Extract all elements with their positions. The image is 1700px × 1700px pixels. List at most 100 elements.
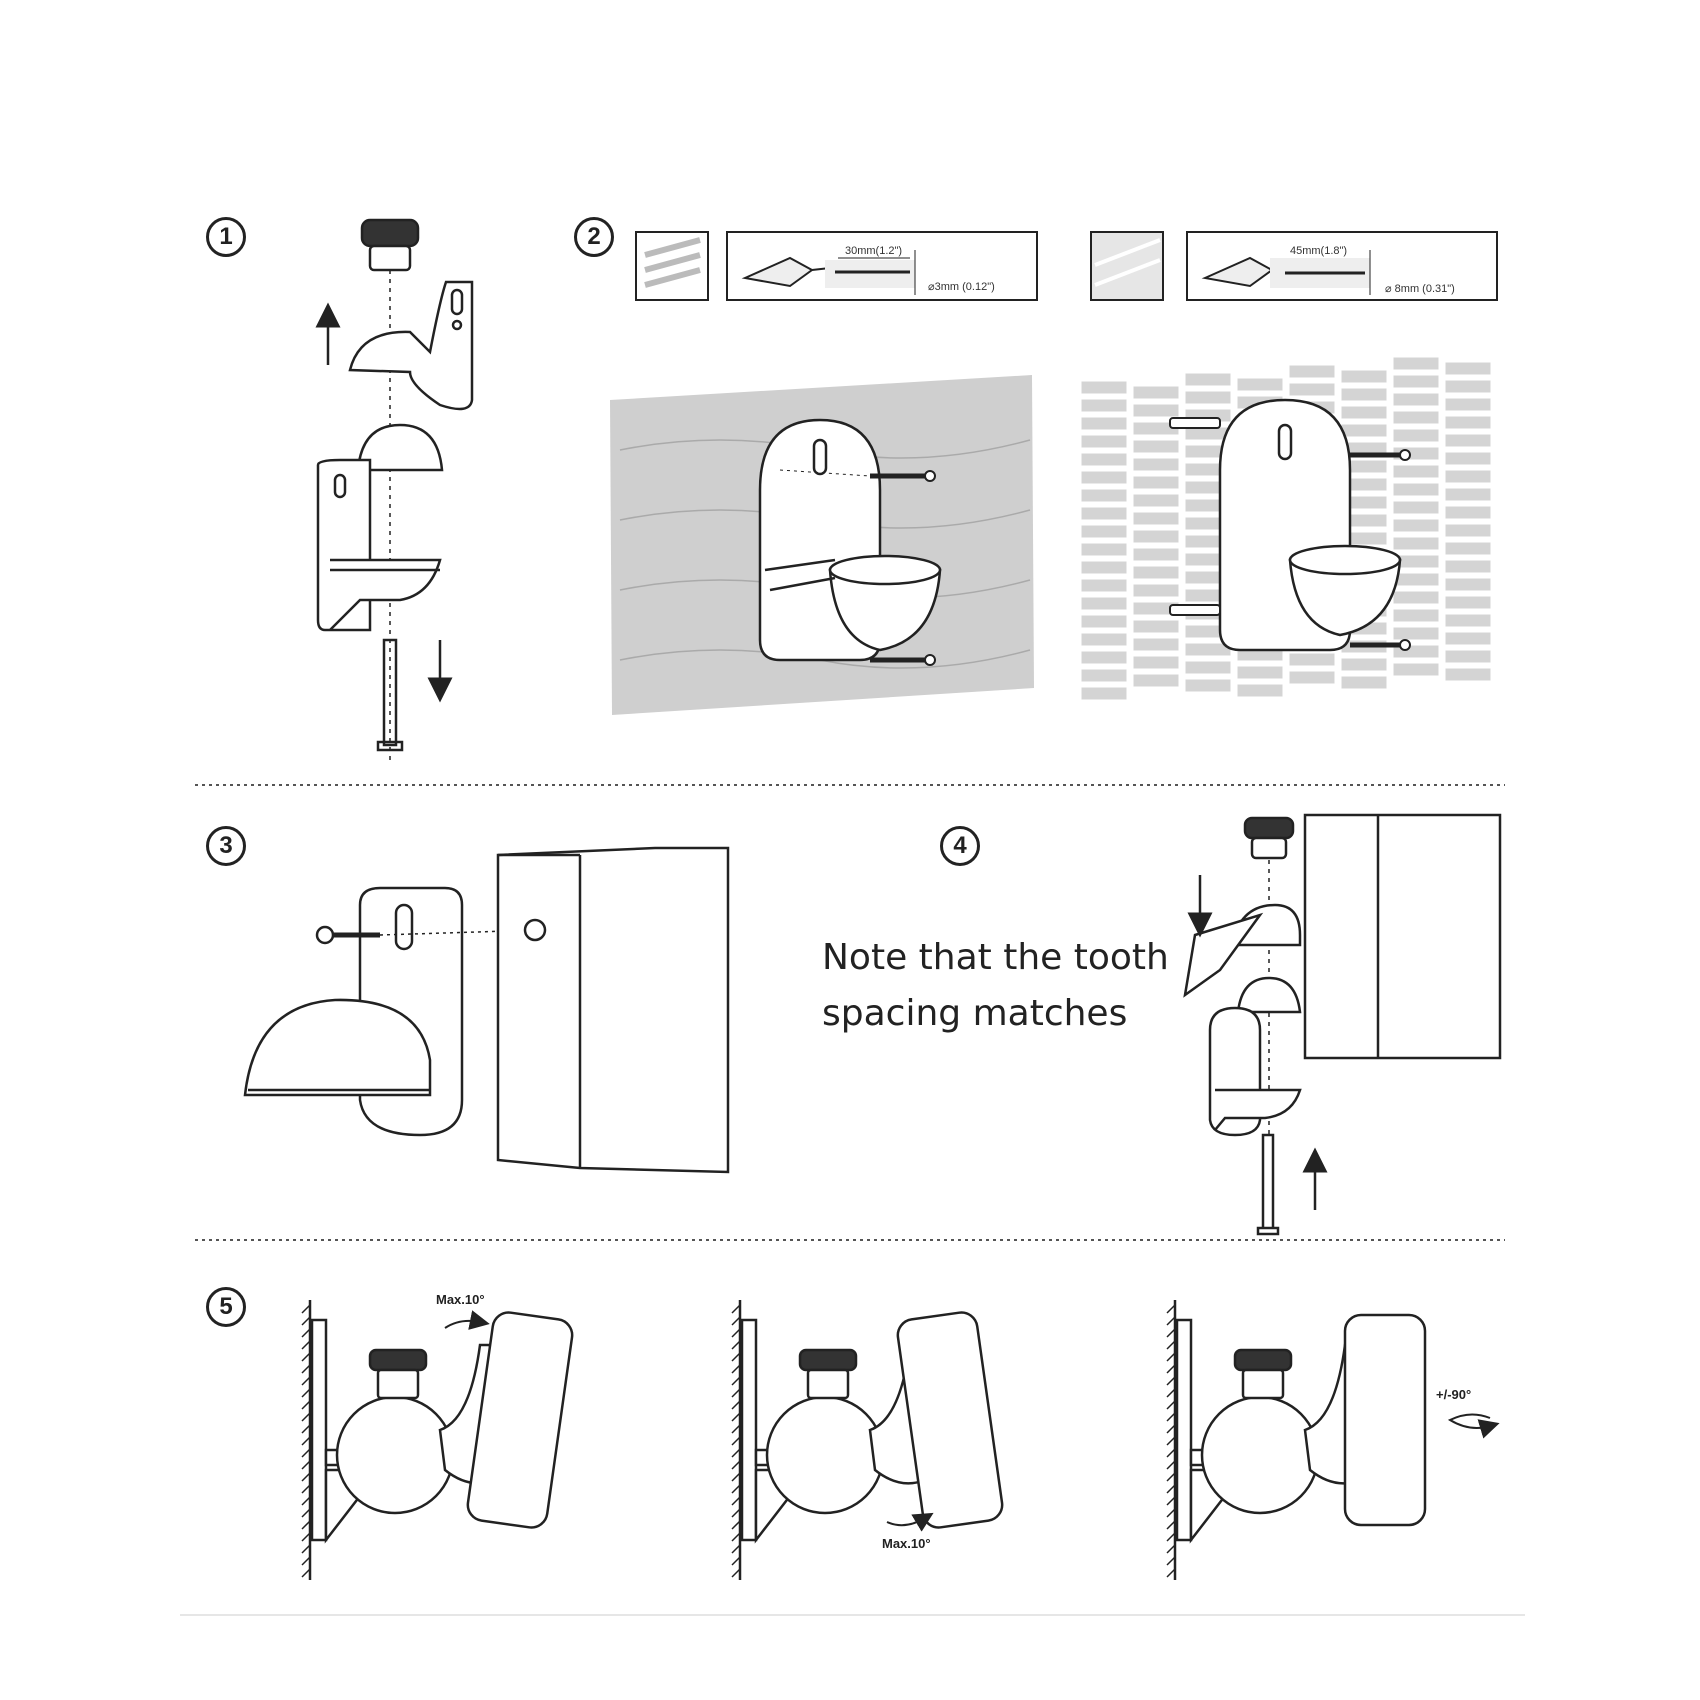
step2-brick-drill-box bbox=[1090, 231, 1498, 301]
brick bbox=[1130, 527, 1182, 546]
brick bbox=[1078, 486, 1130, 505]
brick bbox=[1130, 581, 1182, 600]
brick bbox=[1078, 468, 1130, 487]
step-number-badge: 1 bbox=[206, 217, 246, 257]
tension-knob bbox=[368, 1348, 428, 1372]
brick bbox=[1130, 491, 1182, 510]
brick bbox=[1390, 354, 1442, 373]
tilt-up-view bbox=[301, 1300, 574, 1580]
step3-attach-to-speaker bbox=[243, 846, 730, 1174]
brick bbox=[1338, 385, 1390, 404]
brick bbox=[1130, 545, 1182, 564]
brick bbox=[1078, 630, 1130, 649]
brick bbox=[1286, 650, 1338, 669]
step-number-badge: 3 bbox=[206, 826, 246, 866]
tension-knob bbox=[1243, 816, 1295, 840]
tilt-up-angle-label: Max.10° bbox=[436, 1292, 485, 1307]
tilt-down-angle-label: Max.10° bbox=[882, 1536, 931, 1551]
brick bbox=[1234, 375, 1286, 394]
brick bbox=[1078, 414, 1130, 433]
speaker-profile bbox=[1343, 1313, 1427, 1527]
brick bbox=[1078, 666, 1130, 685]
brick bbox=[1442, 359, 1494, 378]
brick bbox=[1078, 576, 1130, 595]
brick bbox=[1130, 617, 1182, 636]
brick bbox=[1078, 504, 1130, 523]
rotate-angle-label: +/-90° bbox=[1436, 1387, 1472, 1402]
brick bbox=[1442, 575, 1494, 594]
brick-drill-depth-label: 45mm(1.8") bbox=[1290, 245, 1348, 257]
brick bbox=[1078, 684, 1130, 703]
rotate-arrow-icon bbox=[886, 1512, 934, 1532]
brick bbox=[1078, 558, 1130, 577]
brick bbox=[1130, 563, 1182, 582]
brick bbox=[1130, 671, 1182, 690]
brick bbox=[1442, 557, 1494, 576]
brick bbox=[1130, 401, 1182, 420]
speaker-box bbox=[1303, 813, 1502, 1060]
brick bbox=[1130, 383, 1182, 402]
brick bbox=[1078, 432, 1130, 451]
brick bbox=[1078, 450, 1130, 469]
brick bbox=[1130, 473, 1182, 492]
brick bbox=[1390, 588, 1442, 607]
brick bbox=[1078, 378, 1130, 397]
brick bbox=[1338, 367, 1390, 386]
brick bbox=[1130, 455, 1182, 474]
brick bbox=[1182, 676, 1234, 695]
brick bbox=[1286, 380, 1338, 399]
brick bbox=[1338, 403, 1390, 422]
tilt-down-view bbox=[731, 1300, 1004, 1580]
rotate-arrow-icon bbox=[444, 1310, 490, 1330]
brick bbox=[1442, 449, 1494, 468]
brick bbox=[1234, 663, 1286, 682]
rotate-view bbox=[1166, 1300, 1427, 1580]
brick bbox=[1338, 673, 1390, 692]
brick bbox=[1442, 503, 1494, 522]
note-line-1: Note that the tooth bbox=[822, 937, 1169, 978]
brick bbox=[1390, 372, 1442, 391]
brick bbox=[1442, 629, 1494, 648]
brick bbox=[1130, 509, 1182, 528]
brick bbox=[1442, 593, 1494, 612]
brick bbox=[1182, 388, 1234, 407]
brick bbox=[1442, 413, 1494, 432]
brick bbox=[1390, 660, 1442, 679]
brick bbox=[1390, 534, 1442, 553]
brick bbox=[1390, 426, 1442, 445]
brick bbox=[1078, 522, 1130, 541]
step-number-badge: 2 bbox=[574, 217, 614, 257]
brick bbox=[1442, 521, 1494, 540]
brick bbox=[1390, 390, 1442, 409]
wood-drill-depth-label: 30mm(1.2") bbox=[845, 245, 903, 257]
rotate-arrow-icon bbox=[1447, 1413, 1500, 1439]
brick bbox=[1078, 594, 1130, 613]
step-number-badge: 5 bbox=[206, 1287, 246, 1327]
tension-knob bbox=[798, 1348, 858, 1372]
brick bbox=[1130, 635, 1182, 654]
brick bbox=[1390, 624, 1442, 643]
brick bbox=[1442, 485, 1494, 504]
brick bbox=[1182, 370, 1234, 389]
brick bbox=[1442, 467, 1494, 486]
brick bbox=[1182, 658, 1234, 677]
speaker-profile bbox=[896, 1311, 1004, 1529]
brick bbox=[1078, 540, 1130, 559]
brick bbox=[1234, 681, 1286, 700]
brick bbox=[1130, 437, 1182, 456]
note-line-2: spacing matches bbox=[822, 993, 1128, 1034]
brick bbox=[1442, 611, 1494, 630]
speaker-box bbox=[496, 846, 730, 1174]
brick bbox=[1390, 462, 1442, 481]
brick bbox=[1442, 665, 1494, 684]
brick bbox=[1078, 396, 1130, 415]
brick bbox=[1442, 431, 1494, 450]
tooth-spacing-note: Note that the tooth spacing matches bbox=[822, 930, 1182, 1042]
brick bbox=[1390, 606, 1442, 625]
speaker-profile bbox=[466, 1311, 574, 1529]
brick bbox=[1338, 421, 1390, 440]
brick bbox=[1442, 395, 1494, 414]
brick bbox=[1286, 668, 1338, 687]
bolt bbox=[382, 638, 398, 747]
